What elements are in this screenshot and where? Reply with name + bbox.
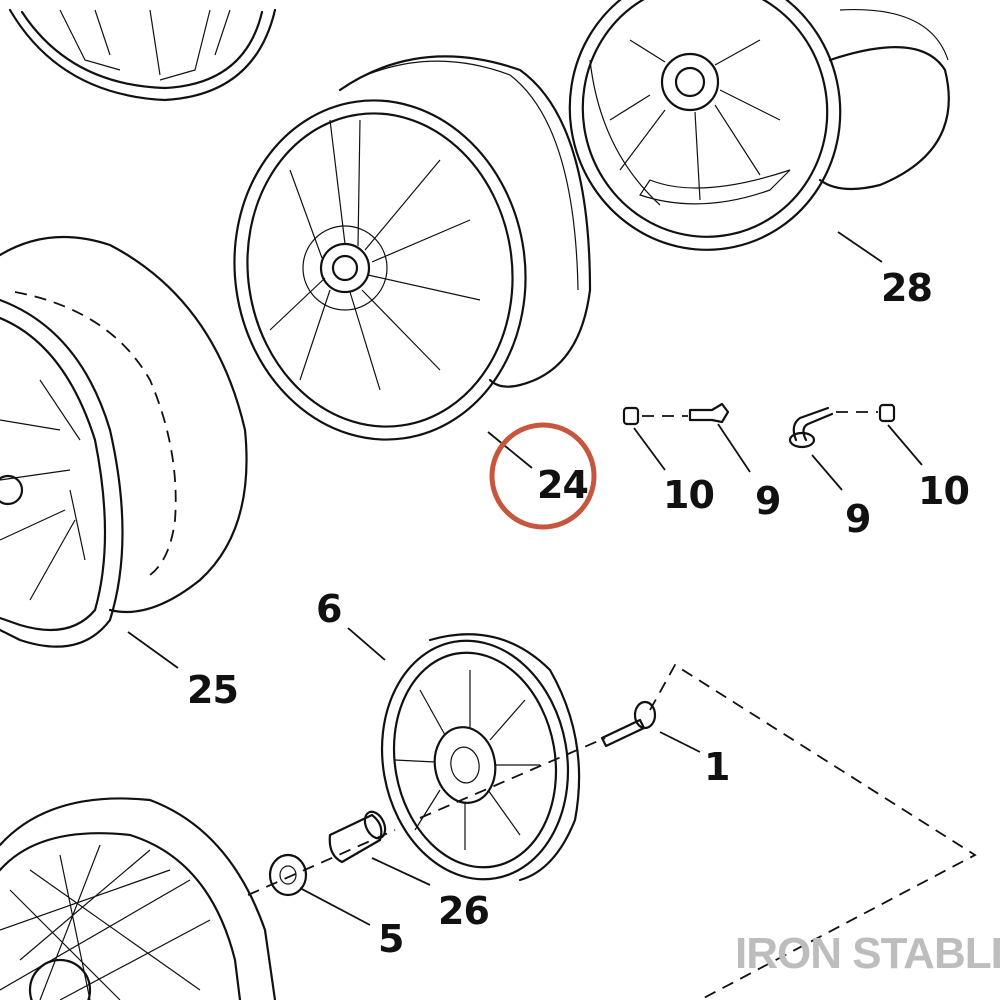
valve-stem-parts xyxy=(622,402,896,449)
spoke-wheel-bottom xyxy=(0,797,277,1000)
callout-10-left: 10 xyxy=(663,473,714,517)
highlight-circle xyxy=(489,422,597,530)
callout-6: 6 xyxy=(316,587,341,631)
callout-28: 28 xyxy=(881,266,932,310)
callout-9-right: 9 xyxy=(845,497,870,541)
watermark: IRON STABLE xyxy=(735,929,1000,978)
callout-25: 25 xyxy=(187,668,238,712)
callout-5: 5 xyxy=(378,917,403,961)
wheel-25 xyxy=(0,235,248,648)
leader-lines xyxy=(127,231,923,926)
wheel-24 xyxy=(233,55,592,441)
pulley-6 xyxy=(380,633,581,882)
callout-10-right: 10 xyxy=(918,469,969,513)
axle-path xyxy=(247,663,977,1000)
wheel-top-left xyxy=(8,8,277,102)
bolt-1 xyxy=(600,700,657,748)
callout-9-left: 9 xyxy=(755,479,780,523)
wheel-28 xyxy=(568,0,950,251)
bearing-5 xyxy=(268,853,308,897)
callout-26: 26 xyxy=(438,889,489,933)
callout-1: 1 xyxy=(704,745,729,789)
callout-24: 24 xyxy=(537,463,588,507)
spacer-26 xyxy=(328,810,387,864)
